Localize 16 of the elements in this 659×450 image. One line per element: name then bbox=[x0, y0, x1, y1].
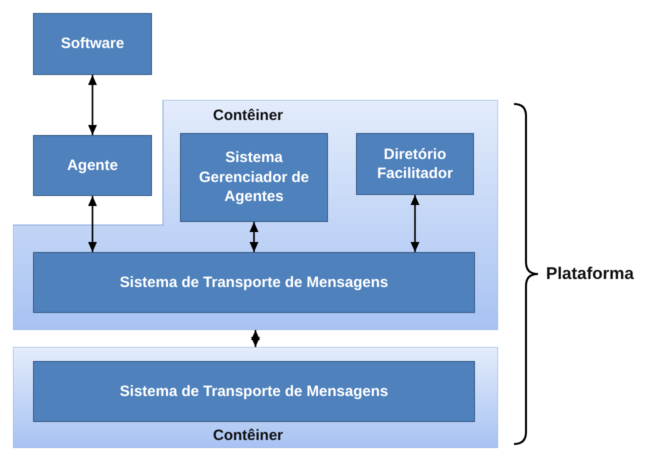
component-box: Sistema de Transporte de Mensagens bbox=[33, 252, 475, 313]
component-box: Sistema de Transporte de Mensagens bbox=[33, 361, 475, 422]
double-arrow bbox=[251, 330, 260, 347]
container-heading: Contêiner bbox=[213, 107, 284, 124]
component-box: Agente bbox=[33, 135, 152, 196]
group-label: Plataforma bbox=[546, 264, 634, 284]
double-arrow bbox=[88, 196, 97, 252]
component-box: Software bbox=[33, 13, 152, 75]
double-arrow bbox=[88, 75, 97, 135]
component-box: Sistema Gerenciador de Agentes bbox=[180, 133, 328, 222]
container-panel bbox=[13, 347, 498, 448]
container-heading: Contêiner bbox=[213, 427, 284, 444]
double-arrow bbox=[250, 222, 258, 252]
double-arrow bbox=[410, 195, 420, 252]
container-panel bbox=[13, 100, 498, 330]
component-box: Diretório Facilitador bbox=[356, 133, 474, 195]
